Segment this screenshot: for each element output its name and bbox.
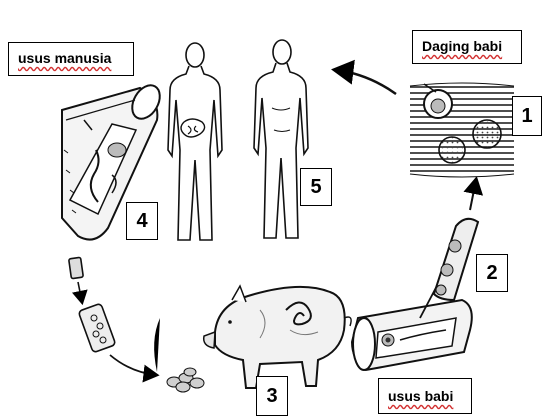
pig-drawing	[204, 286, 351, 388]
proglottid-drawing	[69, 257, 116, 353]
human-figure-host	[254, 40, 308, 238]
arrow-segment-to-feces	[110, 355, 156, 375]
step-number-3: 3	[256, 376, 288, 416]
step-number-5: 5	[300, 168, 332, 206]
arrow-intestine-to-segment	[78, 282, 82, 302]
label-human-intestine: usus manusia	[18, 50, 111, 66]
pork-muscle-drawing	[410, 83, 514, 177]
arrow-pig-to-pork	[470, 180, 476, 210]
label-pork: Daging babi	[422, 38, 502, 54]
step-number-2: 2	[476, 254, 508, 292]
human-figure-infected	[168, 43, 222, 240]
step-number-1: 1	[512, 96, 542, 136]
feces-drawing	[167, 368, 204, 392]
pig-intestine-drawing	[352, 219, 478, 370]
step-number-4: 4	[126, 202, 158, 240]
label-pig-intestine: usus babi	[388, 388, 453, 404]
arrow-pork-to-human	[336, 70, 396, 94]
